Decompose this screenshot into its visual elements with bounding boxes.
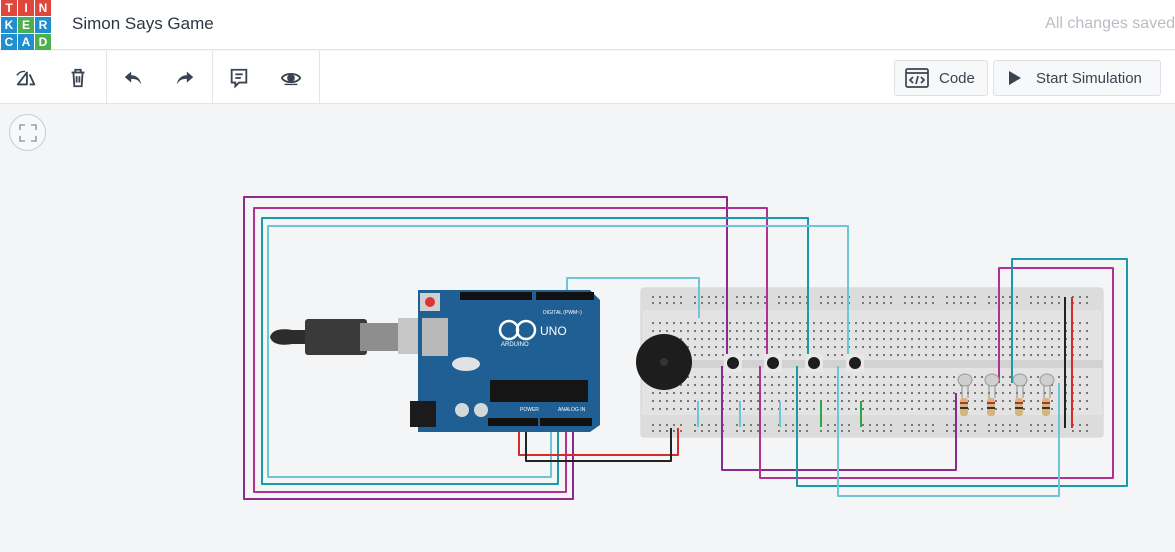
leds-and-resistors[interactable]	[957, 373, 1055, 416]
code-icon	[905, 68, 929, 88]
wire-black	[525, 428, 672, 462]
top-bar: T I N K E R C A D Simon Says Game All ch…	[0, 0, 1175, 50]
resistor	[960, 398, 968, 416]
project-title[interactable]: Simon Says Game	[72, 14, 214, 33]
wire-lightblue-2	[566, 277, 700, 318]
visibility-icon	[280, 72, 302, 85]
toolbar: Code Start Simulation	[0, 51, 1175, 104]
logo-letter: C	[1, 34, 17, 50]
notes-button[interactable]	[213, 51, 265, 104]
led	[957, 373, 973, 398]
led	[984, 373, 1000, 398]
tinkercad-logo[interactable]: T I N K E R C A D	[0, 0, 52, 50]
wire-teal-2	[796, 258, 1128, 487]
pushbutton	[805, 354, 823, 372]
code-button-label: Code	[939, 69, 975, 87]
analog-pins-label: ANALOG IN	[558, 407, 586, 413]
fullscreen-icon	[18, 123, 37, 142]
wire-lightblue-1	[267, 225, 849, 478]
breadboard[interactable]	[640, 287, 1104, 438]
start-simulation-button[interactable]: Start Simulation	[993, 60, 1161, 96]
resistor	[1015, 398, 1023, 416]
logo-letter: T	[1, 0, 17, 16]
trash-icon	[71, 68, 85, 87]
fit-to-view-button[interactable]	[9, 114, 46, 151]
start-simulation-label: Start Simulation	[1036, 69, 1142, 87]
wire-teal-1	[261, 217, 809, 485]
resistor	[987, 398, 995, 416]
resistor	[1042, 398, 1050, 416]
logo-letter: A	[18, 34, 34, 50]
digital-pins-label: DIGITAL (PWM~)	[543, 310, 582, 316]
led	[1012, 373, 1028, 398]
undo-icon	[124, 71, 142, 84]
led	[1039, 373, 1055, 398]
power-pins-label: POWER	[520, 407, 539, 413]
pushbutton	[846, 354, 864, 372]
logo-letter: E	[18, 17, 34, 33]
wire-magenta-2	[759, 267, 1114, 479]
wire-lightblue-3	[837, 366, 1060, 497]
board-brand-label: ARDUINO	[501, 342, 529, 348]
visibility-button[interactable]	[265, 51, 317, 104]
wire-group[interactable]	[243, 196, 1128, 500]
usb-cable[interactable]	[270, 318, 422, 355]
logo-letter: N	[35, 0, 51, 16]
rotate-button[interactable]	[0, 51, 52, 104]
logo-letter: I	[18, 0, 34, 16]
code-button[interactable]: Code	[894, 60, 988, 96]
wire-magenta-1	[253, 207, 768, 493]
board-model-label: UNO	[540, 324, 567, 338]
wire-purple-1	[243, 196, 728, 500]
redo-button[interactable]	[159, 51, 211, 104]
history-tools-group	[107, 51, 213, 104]
undo-button[interactable]	[107, 51, 159, 104]
pushbutton	[724, 354, 742, 372]
view-tools-group	[213, 51, 320, 104]
pushbutton	[764, 354, 782, 372]
redo-icon	[176, 71, 194, 84]
edit-tools-group	[0, 51, 107, 104]
play-icon	[1009, 71, 1021, 85]
piezo-buzzer[interactable]	[636, 334, 692, 390]
delete-button[interactable]	[52, 51, 104, 104]
pushbuttons[interactable]	[724, 354, 864, 372]
wire-red	[518, 428, 679, 456]
rotate-icon	[16, 70, 36, 85]
logo-letter: D	[35, 34, 51, 50]
wire-purple-2	[721, 366, 957, 471]
logo-letter: R	[35, 17, 51, 33]
save-status: All changes saved	[1045, 15, 1175, 32]
logo-letter: K	[1, 17, 17, 33]
notes-icon	[230, 68, 248, 88]
arduino-uno[interactable]: UNO ARDUINO DIGITAL (PWM~) POWER ANALOG …	[410, 290, 600, 432]
